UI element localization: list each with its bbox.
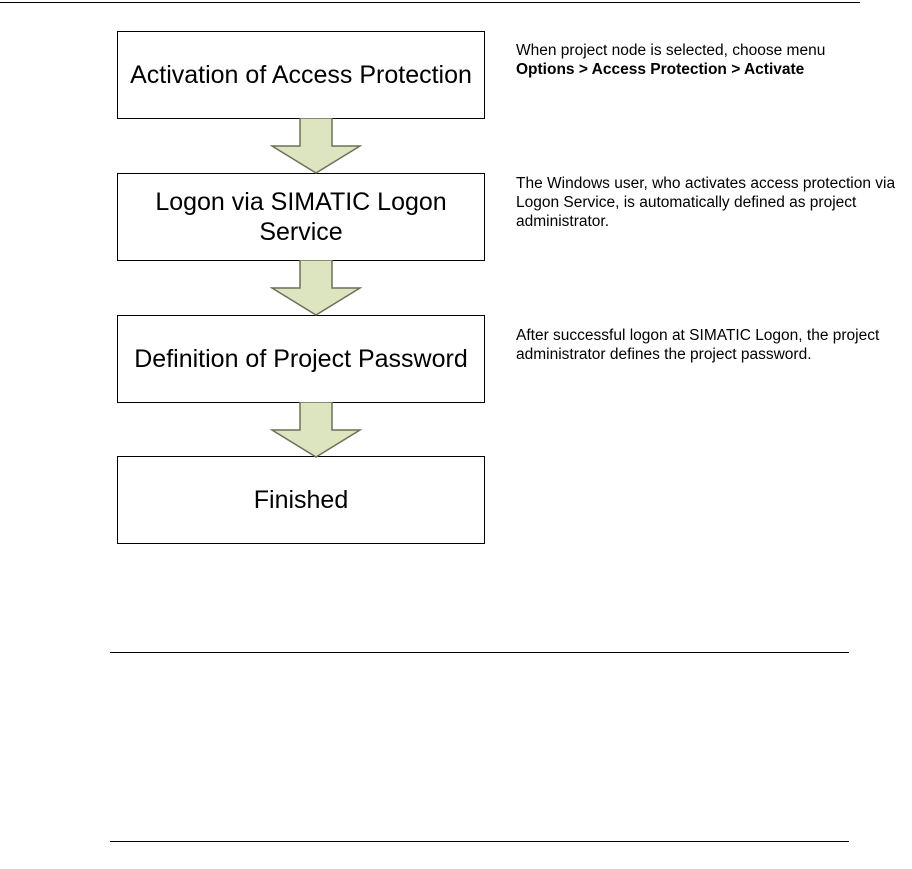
step-label: Logon via SIMATIC Logon Service	[155, 188, 447, 246]
step-box-logon: Logon via SIMATIC Logon Service	[117, 173, 485, 261]
top-rule	[0, 2, 860, 3]
step-note-activation: When project node is selected, choose me…	[516, 41, 908, 79]
step-box-activation: Activation of Access Protection	[117, 31, 485, 119]
step-note-password: After successful logon at SIMATIC Logon,…	[516, 326, 908, 364]
down-arrow-icon	[270, 260, 362, 316]
step-label: Activation of Access Protection	[130, 61, 472, 89]
menu-path: Options > Access Protection > Activate	[516, 61, 805, 78]
note-text: After successful logon at SIMATIC Logon,…	[516, 327, 880, 363]
note-text: The Windows user, who activates access p…	[516, 175, 896, 230]
step-note-logon: The Windows user, who activates access p…	[516, 174, 908, 231]
step-label: Definition of Project Password	[134, 345, 468, 373]
step-box-finished: Finished	[117, 456, 485, 544]
note-text: When project node is selected, choose me…	[516, 42, 826, 59]
step-box-password: Definition of Project Password	[117, 315, 485, 403]
middle-rule	[110, 652, 849, 653]
down-arrow-icon	[270, 118, 362, 174]
down-arrow-icon	[270, 402, 362, 458]
step-label: Finished	[253, 486, 349, 514]
bottom-rule	[110, 841, 849, 842]
